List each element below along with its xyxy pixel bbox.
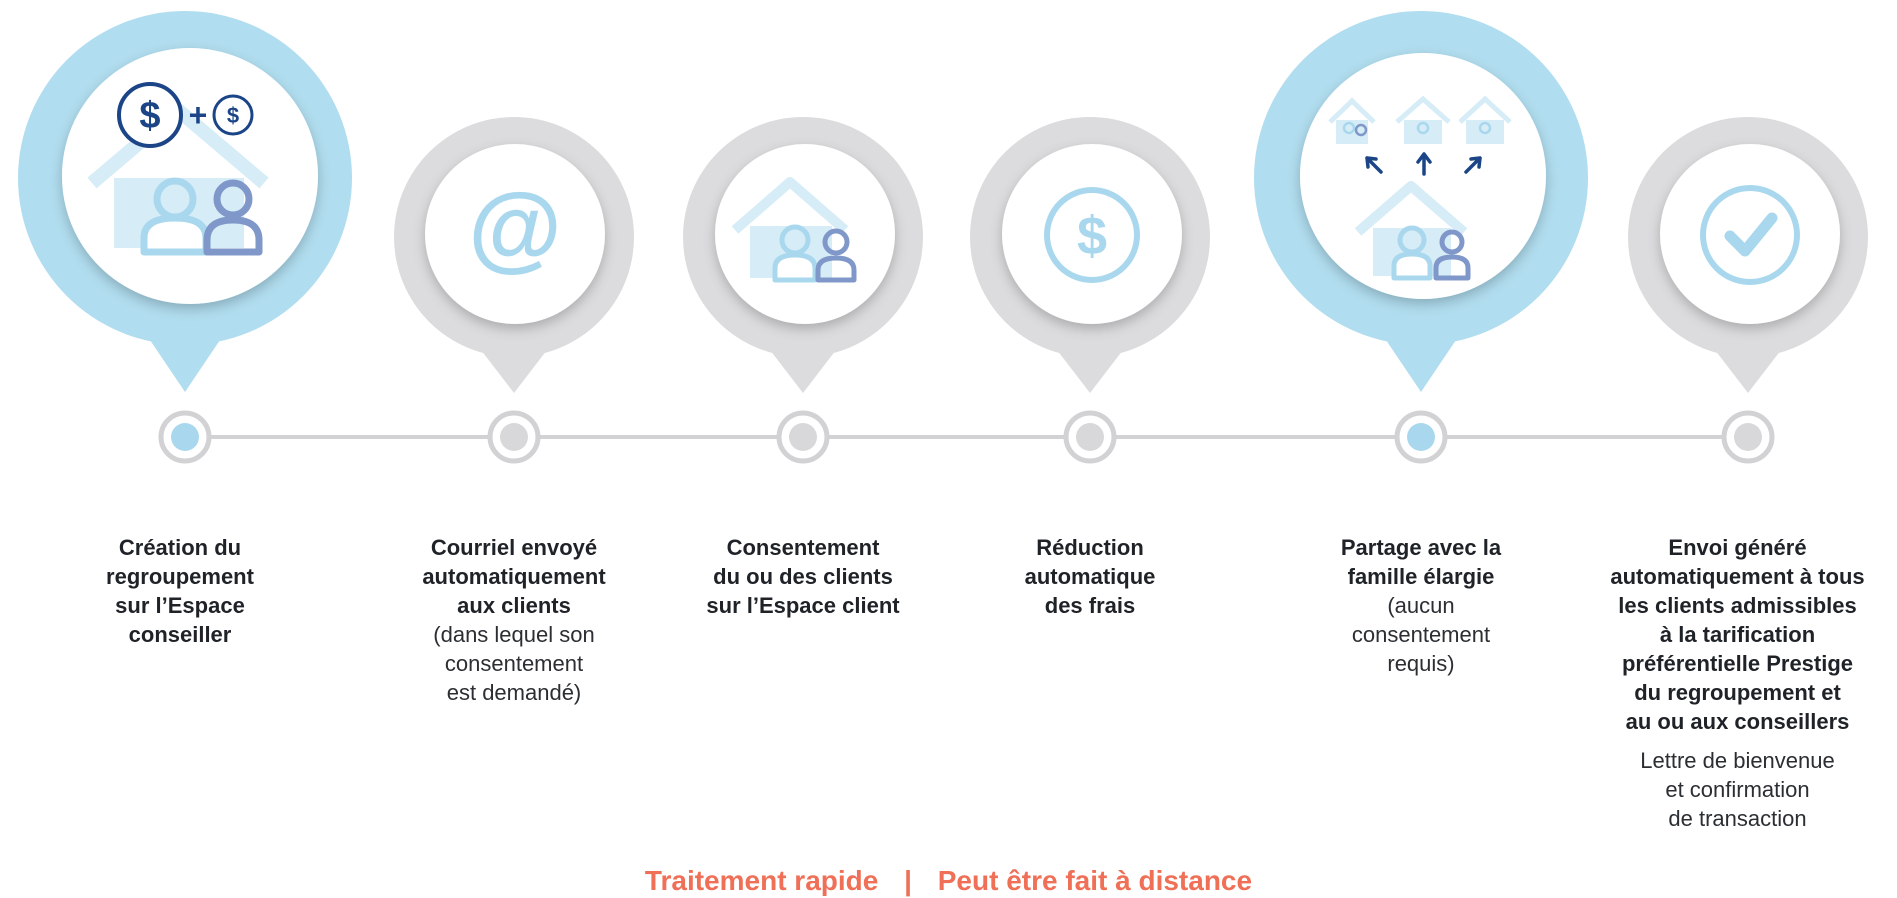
step-creation-title: Création du regroupement sur l’Espace co… — [106, 535, 254, 647]
step-courriel-text: Courriel envoyé automatiquement aux clie… — [384, 533, 644, 707]
step-partage-text: Partage avec la famille élargie (aucun c… — [1291, 533, 1551, 678]
step-partage-disc — [1300, 53, 1546, 299]
svg-text:$: $ — [227, 103, 239, 128]
at-sign-icon: @ — [468, 174, 562, 281]
svg-text:+: + — [189, 97, 208, 133]
step-courriel-pin — [481, 350, 547, 393]
footer-right-text: Peut être fait à distance — [937, 865, 1253, 896]
step-courriel-disc — [425, 144, 605, 324]
step-reduction-text: Réduction automatique des frais — [960, 533, 1220, 620]
step-partage-subtitle: (aucun consentement requis) — [1351, 593, 1491, 676]
step-envoi — [1628, 117, 1868, 464]
svg-text:$: $ — [139, 95, 160, 137]
step-envoi-disc — [1660, 144, 1840, 324]
step-courriel-subtitle: (dans lequel son consentement est demand… — [433, 622, 595, 705]
step-partage-node-dot — [1407, 423, 1435, 451]
step-reduction-node-dot — [1076, 423, 1104, 451]
step-consentement — [683, 117, 923, 464]
step-envoi-title: Envoi généré automatiquement à tous les … — [1610, 535, 1865, 734]
step-courriel-node-dot — [500, 423, 528, 451]
step-envoi-pin — [1715, 350, 1781, 393]
step-envoi-node-dot — [1734, 423, 1762, 451]
step-creation-text: Création du regroupement sur l’Espace co… — [50, 533, 310, 649]
step-reduction: $ — [970, 117, 1210, 464]
step-creation-pin — [150, 340, 220, 392]
footer-separator: | — [904, 865, 912, 896]
step-envoi-note: Lettre de bienvenue et confirmation de t… — [1640, 748, 1835, 831]
step-reduction-title: Réduction automatique des frais — [1024, 535, 1156, 618]
step-creation: $ + $ — [18, 11, 352, 464]
checkmark-icon — [1700, 185, 1800, 285]
step-partage — [1254, 11, 1588, 464]
dollar-icon: $ — [1044, 187, 1140, 283]
step-consentement-node-dot — [789, 423, 817, 451]
step-consentement-pin — [770, 350, 836, 393]
svg-text:$: $ — [1077, 206, 1107, 266]
step-consentement-title: Consentement du ou des clients sur l’Esp… — [706, 535, 900, 618]
footer-tagline: Traitement rapide | Peut être fait à dis… — [0, 864, 1897, 898]
house-people-icon — [731, 177, 857, 283]
step-reduction-disc — [1002, 144, 1182, 324]
step-courriel: @ — [394, 117, 634, 464]
step-envoi-text: Envoi généré automatiquement à tous les … — [1580, 533, 1895, 833]
family-houses-icon — [1328, 95, 1512, 281]
step-consentement-text: Consentement du ou des clients sur l’Esp… — [673, 533, 933, 620]
footer-left-text: Traitement rapide — [644, 865, 879, 896]
step-partage-title: Partage avec la famille élargie — [1340, 535, 1502, 589]
house-people-dollar-icon: $ + $ — [87, 82, 269, 256]
step-creation-node-dot — [171, 423, 199, 451]
step-courriel-title: Courriel envoyé automatiquement aux clie… — [422, 535, 606, 618]
step-reduction-pin — [1057, 350, 1123, 393]
step-partage-pin — [1386, 340, 1456, 392]
